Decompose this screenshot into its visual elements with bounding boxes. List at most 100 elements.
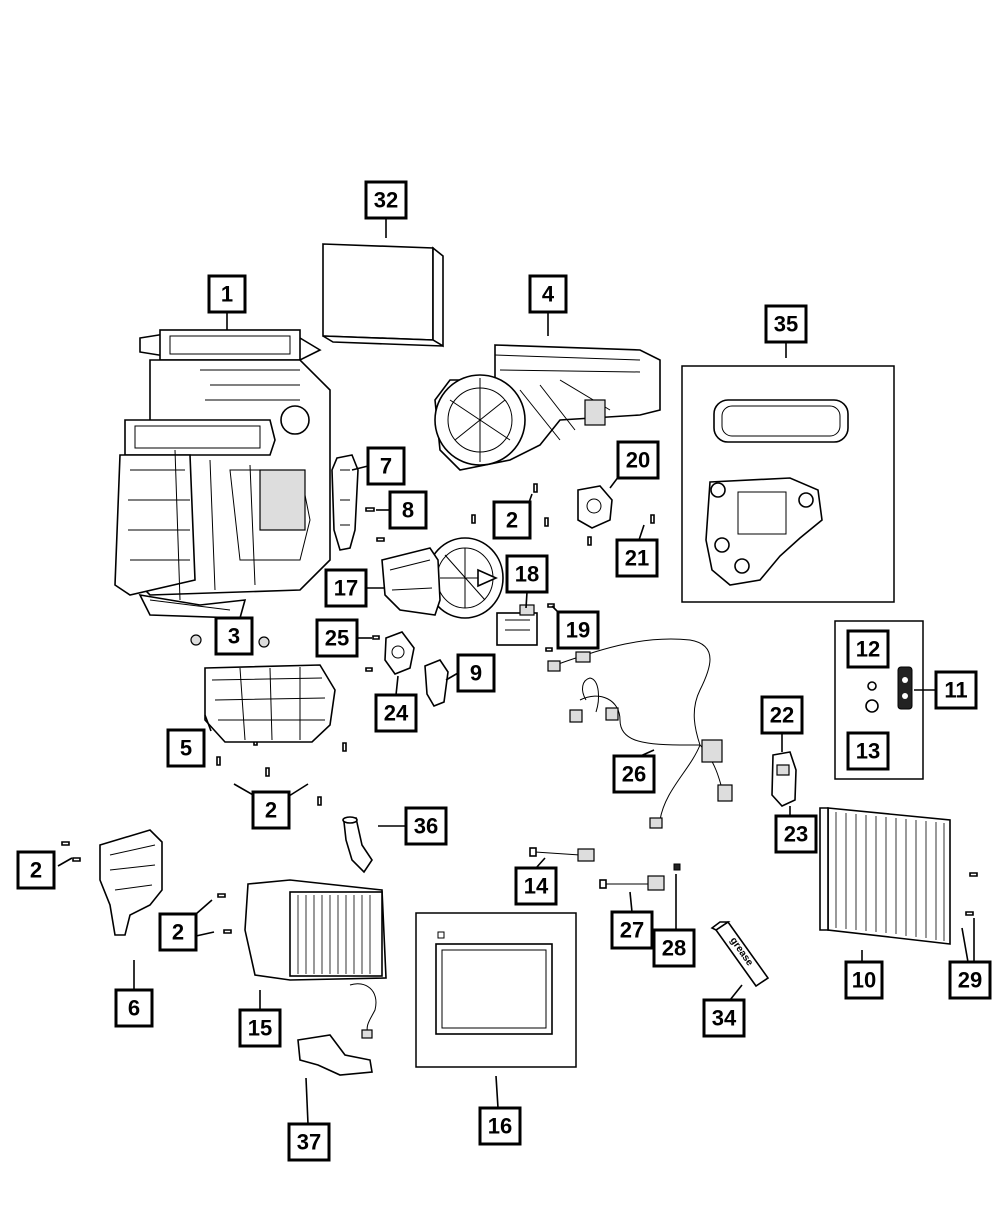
callout-22-label: 22 xyxy=(770,703,794,728)
callout-2-upper[interactable]: 2 xyxy=(492,500,532,540)
callout-20[interactable]: 20 xyxy=(616,440,660,480)
callout-23-label: 23 xyxy=(784,822,808,847)
callout-11-label: 11 xyxy=(944,678,967,703)
callout-9-label: 9 xyxy=(470,661,482,686)
callout-37-label: 37 xyxy=(297,1130,321,1155)
callout-14[interactable]: 14 xyxy=(514,866,558,906)
callout-28[interactable]: 28 xyxy=(652,928,696,968)
callout-36[interactable]: 36 xyxy=(404,806,448,846)
callout-24[interactable]: 24 xyxy=(374,693,418,733)
callout-16-label: 16 xyxy=(488,1114,512,1139)
callout-21-label: 21 xyxy=(625,546,649,571)
callout-27[interactable]: 27 xyxy=(610,910,654,950)
callout-17-label: 17 xyxy=(334,576,358,601)
callout-7[interactable]: 7 xyxy=(366,446,406,486)
callout-18[interactable]: 18 xyxy=(505,554,549,594)
callout-2-middle-label: 2 xyxy=(265,798,277,823)
callout-12-label: 12 xyxy=(856,637,880,662)
callout-34[interactable]: 34 xyxy=(702,998,746,1038)
callout-32-label: 32 xyxy=(374,188,398,213)
callout-2-left[interactable]: 2 xyxy=(16,850,56,890)
evaporator-seal-group-drawing xyxy=(415,912,577,1068)
bracket-9-drawing xyxy=(424,659,449,707)
callout-4-label: 4 xyxy=(542,282,555,307)
callout-2-lower-label: 2 xyxy=(172,920,184,945)
callout-3-label: 3 xyxy=(228,624,240,649)
callout-24-label: 24 xyxy=(384,701,409,726)
callout-13[interactable]: 13 xyxy=(846,731,890,771)
callout-21[interactable]: 21 xyxy=(615,538,659,578)
seals-group-drawing xyxy=(681,365,895,603)
callout-6[interactable]: 6 xyxy=(114,988,154,1028)
bracket-37-drawing xyxy=(297,1034,373,1076)
callout-4[interactable]: 4 xyxy=(528,274,568,314)
callout-25-label: 25 xyxy=(325,626,349,651)
evaporator-drawing xyxy=(819,807,951,945)
duct-6-drawing xyxy=(99,829,163,936)
callout-16[interactable]: 16 xyxy=(478,1106,522,1146)
callout-35[interactable]: 35 xyxy=(764,304,808,344)
callout-10[interactable]: 10 xyxy=(844,960,884,1000)
expansion-valve-group-drawing xyxy=(834,620,924,780)
heater-core-fins xyxy=(297,895,371,974)
callout-2-upper-label: 2 xyxy=(506,508,518,533)
callout-2-left-label: 2 xyxy=(30,858,42,883)
callout-3[interactable]: 3 xyxy=(214,616,254,656)
callout-7-label: 7 xyxy=(380,454,392,479)
callout-11[interactable]: 11 xyxy=(934,670,978,710)
lower-case-drawing xyxy=(204,664,336,743)
callout-26-label: 26 xyxy=(622,762,646,787)
grommets-drawing xyxy=(190,634,270,648)
callout-15[interactable]: 15 xyxy=(238,1008,282,1048)
callout-34-label: 34 xyxy=(712,1006,737,1031)
callout-28-label: 28 xyxy=(662,936,686,961)
callout-6-label: 6 xyxy=(128,996,140,1021)
sensor-27-drawing xyxy=(599,875,665,891)
callout-23[interactable]: 23 xyxy=(774,814,818,854)
callout-10-label: 10 xyxy=(852,968,876,993)
callout-2-middle[interactable]: 2 xyxy=(251,790,291,830)
drain-hose-drawing xyxy=(342,816,373,874)
callout-29[interactable]: 29 xyxy=(948,960,992,1000)
callout-20-label: 20 xyxy=(626,448,650,473)
callout-19-label: 19 xyxy=(566,618,590,643)
callout-15-label: 15 xyxy=(248,1016,272,1041)
callout-9[interactable]: 9 xyxy=(456,653,496,693)
callout-8[interactable]: 8 xyxy=(388,490,428,530)
callout-14-label: 14 xyxy=(524,874,549,899)
callout-1-label: 1 xyxy=(221,282,233,307)
callout-26[interactable]: 26 xyxy=(612,754,656,794)
callout-37[interactable]: 37 xyxy=(287,1122,331,1162)
callout-17[interactable]: 17 xyxy=(324,568,368,608)
distribution-housing-drawing xyxy=(434,344,661,471)
callout-29-label: 29 xyxy=(958,968,982,993)
callout-2-lower[interactable]: 2 xyxy=(158,912,198,952)
grease-tube-drawing: grease xyxy=(710,920,770,988)
callout-27-label: 27 xyxy=(620,918,644,943)
clip-28-drawing xyxy=(673,863,681,871)
callout-12[interactable]: 12 xyxy=(846,629,890,669)
callout-8-label: 8 xyxy=(402,498,414,523)
actuator-24-drawing xyxy=(384,631,415,675)
callout-19[interactable]: 19 xyxy=(556,610,600,650)
sensor-14-drawing xyxy=(529,847,595,862)
callout-35-label: 35 xyxy=(774,312,798,337)
wire-harness-drawing xyxy=(547,638,733,829)
actuator-20-drawing xyxy=(577,485,613,529)
callout-36-label: 36 xyxy=(414,814,438,839)
evaporator-fins xyxy=(835,812,945,941)
heater-core-drawing xyxy=(244,879,387,1039)
callout-5[interactable]: 5 xyxy=(166,728,206,768)
screws-drawing xyxy=(61,483,978,934)
callout-1[interactable]: 1 xyxy=(207,274,247,314)
callout-13-label: 13 xyxy=(856,739,880,764)
callout-25[interactable]: 25 xyxy=(315,618,359,658)
callout-18-label: 18 xyxy=(515,562,539,587)
callout-5-label: 5 xyxy=(180,736,192,761)
cabin-air-filter-drawing xyxy=(322,243,444,348)
callout-32[interactable]: 32 xyxy=(364,180,408,220)
bracket-7-drawing xyxy=(331,454,359,551)
callout-22[interactable]: 22 xyxy=(760,695,804,735)
